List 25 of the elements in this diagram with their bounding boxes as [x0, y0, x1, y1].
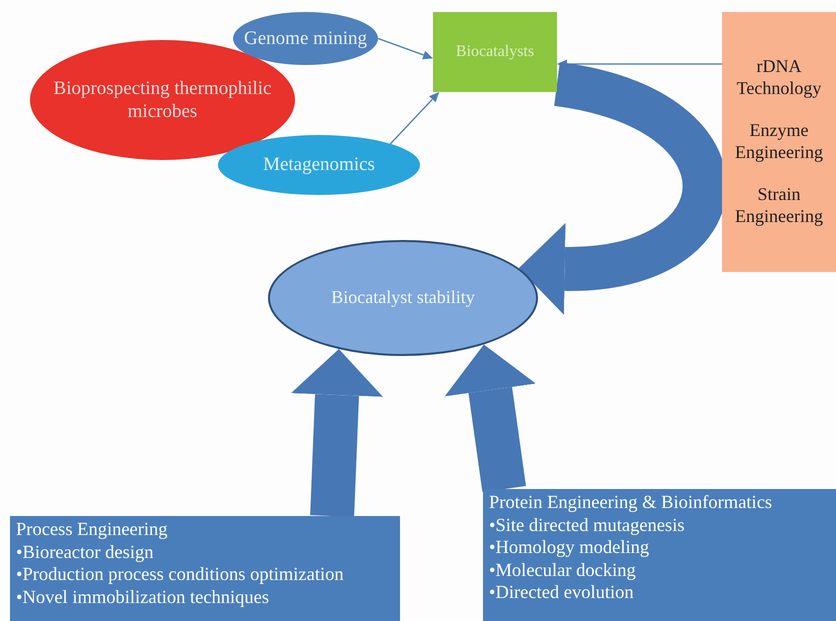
bullet-item: •Molecular docking	[489, 560, 636, 582]
node-label: Biocatalyst stability	[331, 287, 475, 309]
bullet-item: •Novel immobilization techniques	[16, 586, 270, 610]
block-arrow	[444, 344, 536, 492]
block-arrow	[291, 349, 383, 517]
bullet-item: •Site directed mutagenesis	[489, 514, 685, 538]
arrow	[390, 92, 440, 144]
protein-box	[483, 489, 836, 621]
node-label: Strain Engineering	[734, 184, 824, 228]
node-label: rDNA Technology	[736, 56, 822, 100]
bullet-item: •Bioreactor design	[16, 542, 154, 564]
bullet-item: •Production process conditions optimization	[16, 564, 344, 587]
node-label: Biocatalysts	[456, 42, 534, 62]
biocatalysts-box	[433, 12, 557, 92]
box-heading: Protein Engineering & Bioinformatics	[489, 492, 772, 515]
node-label: Metagenomics	[263, 153, 375, 177]
node-label: Genome mining	[244, 26, 367, 50]
arrow	[378, 38, 433, 60]
bullet-item: •Directed evolution	[489, 582, 634, 605]
node-label: Bioprospecting thermophilic microbes	[52, 76, 272, 124]
box-heading: Process Engineering	[16, 519, 168, 542]
node-label: Enzyme Engineering	[734, 120, 824, 164]
bullet-item: •Homology modeling	[489, 537, 650, 560]
techniques-box	[722, 12, 836, 272]
process-box	[10, 516, 400, 621]
